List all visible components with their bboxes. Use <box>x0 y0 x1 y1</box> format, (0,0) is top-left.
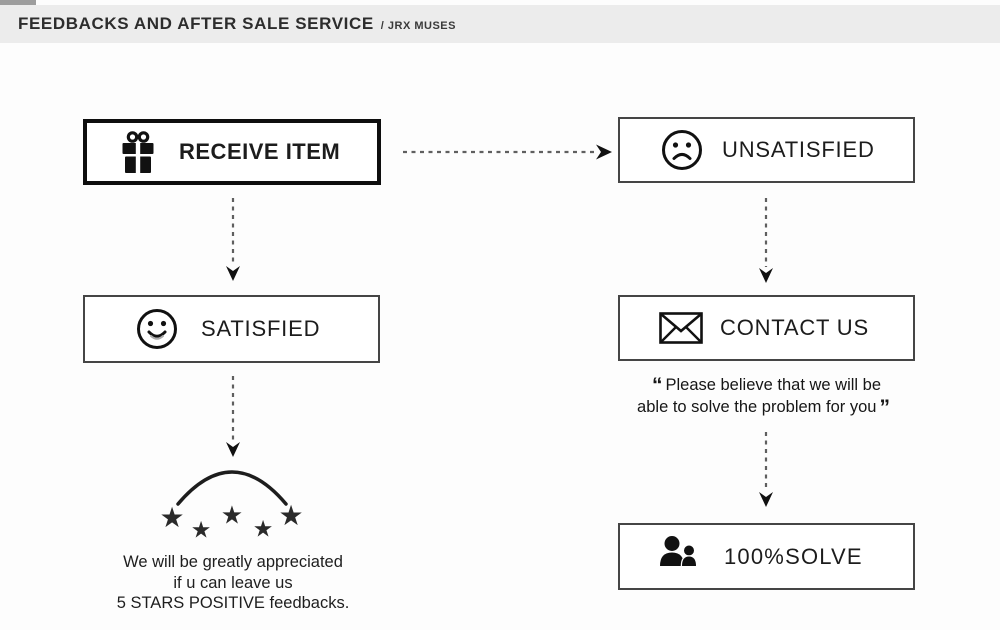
open-quote-mark: “ <box>651 374 663 397</box>
smiley-face-icon <box>137 309 177 349</box>
star-icon: ★ <box>190 516 212 543</box>
satisfied-box: SATISFIED <box>83 295 380 363</box>
sad-face-icon <box>662 130 702 170</box>
gift-icon <box>122 131 154 173</box>
note-line-3: 5 STARS POSITIVE feedbacks. <box>116 594 350 612</box>
note-line-1: We will be greatly appreciated <box>123 553 343 571</box>
receive-item-box: RECEIVE ITEM <box>83 119 381 185</box>
envelope-icon <box>659 312 703 344</box>
arrow-satisfied-to-stars <box>226 376 240 457</box>
page-subtitle: / JRX MUSES <box>380 19 456 32</box>
arrow-receive-to-satisfied <box>226 198 240 281</box>
page-title: FEEDBACKS AND AFTER SALE SERVICE <box>18 14 374 33</box>
quote-line-2: able to solve the problem for you” <box>605 396 925 418</box>
note-line-2: if u can leave us <box>173 573 293 592</box>
arrow-receive-to-unsatisfied <box>403 144 612 160</box>
corner-notch <box>0 0 36 5</box>
star-icon: ★ <box>278 500 304 531</box>
solve-box: 100%SOLVE <box>618 523 915 590</box>
feedback-note: We will be greatly appreciated if u can … <box>83 552 383 614</box>
star-icon: ★ <box>159 502 185 533</box>
satisfied-label: SATISFIED <box>201 316 321 341</box>
contact-us-label: CONTACT US <box>720 315 869 340</box>
stars-arc <box>176 470 288 506</box>
solve-label: 100%SOLVE <box>724 543 863 569</box>
quote-line-1: “Please believe that we will be <box>605 374 925 396</box>
star-icon: ★ <box>252 515 274 542</box>
contact-us-box: CONTACT US <box>618 295 915 361</box>
title-bar: FEEDBACKS AND AFTER SALE SERVICE / JRX M… <box>0 5 1000 43</box>
receive-item-label: RECEIVE ITEM <box>179 139 341 164</box>
unsatisfied-label: UNSATISFIED <box>722 137 875 162</box>
arrow-unsatisfied-to-contact <box>759 198 773 283</box>
star-icon: ★ <box>220 501 244 530</box>
close-quote-mark: ” <box>879 395 890 419</box>
contact-quote: “Please believe that we will be able to … <box>605 374 925 418</box>
arrow-quote-to-solve <box>759 432 773 507</box>
unsatisfied-box: UNSATISFIED <box>618 117 915 183</box>
people-icon <box>660 535 698 567</box>
